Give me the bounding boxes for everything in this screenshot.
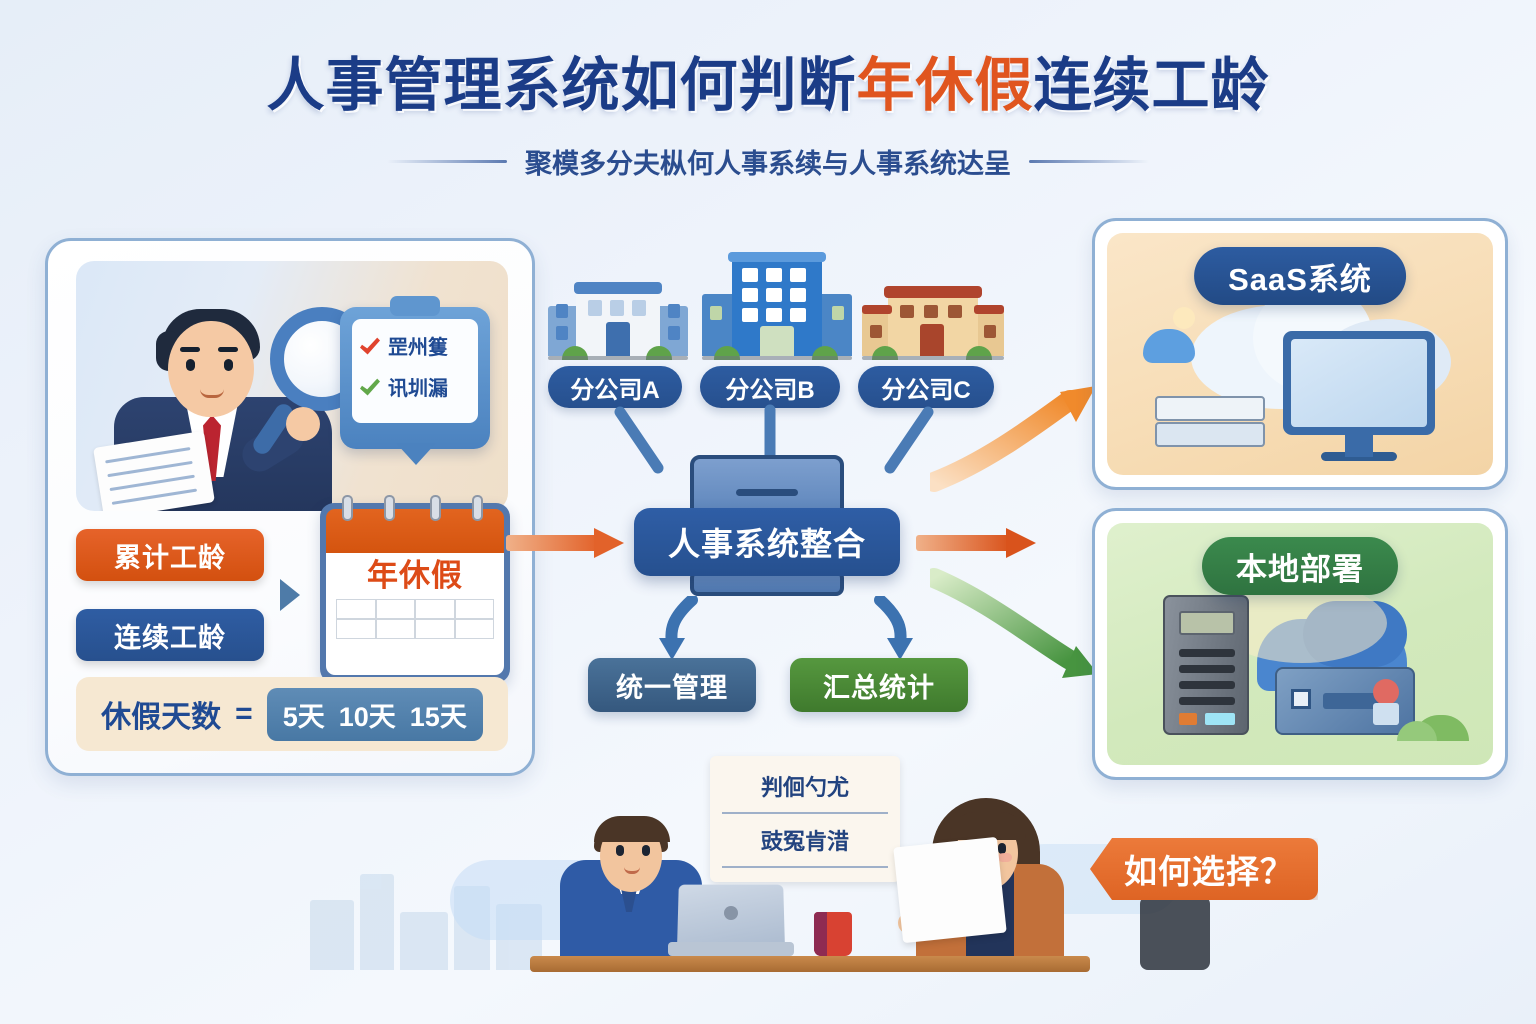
- subtitle-row: 聚模多分夫枞何人事系续与人事系统达呈: [0, 142, 1536, 181]
- tag-continuous-seniority: 连续工龄: [76, 609, 264, 661]
- branch-a-label[interactable]: 分公司A: [548, 366, 682, 408]
- note-paper: 判佪勺尤 豉冤肯㳻: [710, 756, 900, 882]
- right-triangle-icon: [280, 579, 300, 611]
- page-subtitle: 聚模多分夫枞何人事系续与人事系统达呈: [525, 149, 1011, 179]
- subtitle-rule-right: [1029, 160, 1149, 163]
- arrow-hub-to-right: [916, 528, 1036, 558]
- clipboard-card: 罡州篗 讯圳漏: [340, 296, 490, 465]
- coffee-cup-icon: [814, 912, 852, 956]
- files-icon: [1155, 393, 1265, 449]
- clipboard-item-2-label: 讯圳漏: [388, 378, 448, 400]
- clipboard-item: 讯圳漏: [360, 372, 470, 401]
- formula-label: 休假天数: [101, 701, 222, 734]
- report-document-icon: [893, 836, 1007, 944]
- output-connectors: [659, 596, 913, 660]
- subtitle-rule-left: [387, 160, 507, 163]
- businessman-illustration: [93, 295, 374, 511]
- page-title: 人事管理系统如何判断年休假连续工龄: [0, 38, 1536, 122]
- leave-days-formula: 休假天数 = 5天 10天 15天: [76, 677, 508, 751]
- question-badge[interactable]: 如何选择？: [1090, 838, 1318, 900]
- branch-buildings-row: [540, 250, 1010, 360]
- calendar-grid: [336, 599, 494, 640]
- tag-cumulative-seniority: 累计工龄: [76, 529, 264, 581]
- clipboard-item-1-label: 罡州篗: [388, 337, 448, 359]
- output-unified-management[interactable]: 统一管理: [588, 658, 756, 712]
- formula-values: 5天 10天 15天: [266, 687, 483, 741]
- formula-equals: =: [235, 697, 253, 730]
- panel-saas-badge: SaaS系统: [1194, 247, 1406, 305]
- formula-value-2: 10天: [338, 701, 396, 732]
- note-line-2: 豉冤肯㳻: [760, 829, 849, 854]
- branch-b-label[interactable]: 分公司B: [700, 366, 840, 408]
- title-part-1: 人事管理系统如何判断: [266, 53, 857, 118]
- document-icon: [93, 430, 215, 511]
- building-b-icon: [702, 252, 852, 360]
- title-part-2: 连续工龄: [1033, 53, 1270, 118]
- bottom-scene: 判佪勺尤 豉冤肯㳻: [300, 740, 1220, 1000]
- arrow-left-to-hub: [506, 528, 624, 558]
- building-c-icon: [862, 276, 1004, 360]
- output-aggregate-statistics[interactable]: 汇总统计: [790, 658, 968, 712]
- left-panel: 罡州篗 讯圳漏 累计工龄 连续工龄 年休假: [45, 238, 535, 776]
- branch-c-label[interactable]: 分公司C: [858, 366, 994, 408]
- panel-saas[interactable]: SaaS系统: [1092, 218, 1508, 490]
- title-highlight: 年休假: [856, 53, 1034, 118]
- desk: [530, 956, 1090, 972]
- hero-illustration: 罡州篗 讯圳漏: [76, 261, 508, 511]
- green-check-icon: [360, 378, 380, 396]
- arrow-to-local-panel: [930, 568, 1098, 678]
- arrow-to-saas-panel: [930, 386, 1096, 492]
- building-a-icon: [548, 274, 688, 360]
- hub-hr-system-integration[interactable]: 人事系统整合: [634, 508, 900, 576]
- server-tower-icon: [1163, 595, 1249, 735]
- calendar-title: 年休假: [367, 558, 463, 593]
- monitor-icon: [1283, 331, 1435, 435]
- note-line-1: 判佪勺尤: [760, 775, 849, 800]
- calendar-card: 年休假: [320, 495, 510, 683]
- formula-value-3: 15天: [409, 701, 467, 732]
- formula-value-1: 5天: [282, 701, 325, 732]
- down-arrow-icon: [396, 443, 436, 465]
- red-check-icon: [360, 337, 380, 355]
- clipboard-item: 罡州篗: [360, 331, 470, 360]
- laptop-icon: [668, 884, 794, 956]
- panel-local-badge: 本地部署: [1202, 537, 1398, 595]
- nas-device-icon: [1275, 667, 1415, 735]
- panel-local-deployment[interactable]: 本地部署: [1092, 508, 1508, 780]
